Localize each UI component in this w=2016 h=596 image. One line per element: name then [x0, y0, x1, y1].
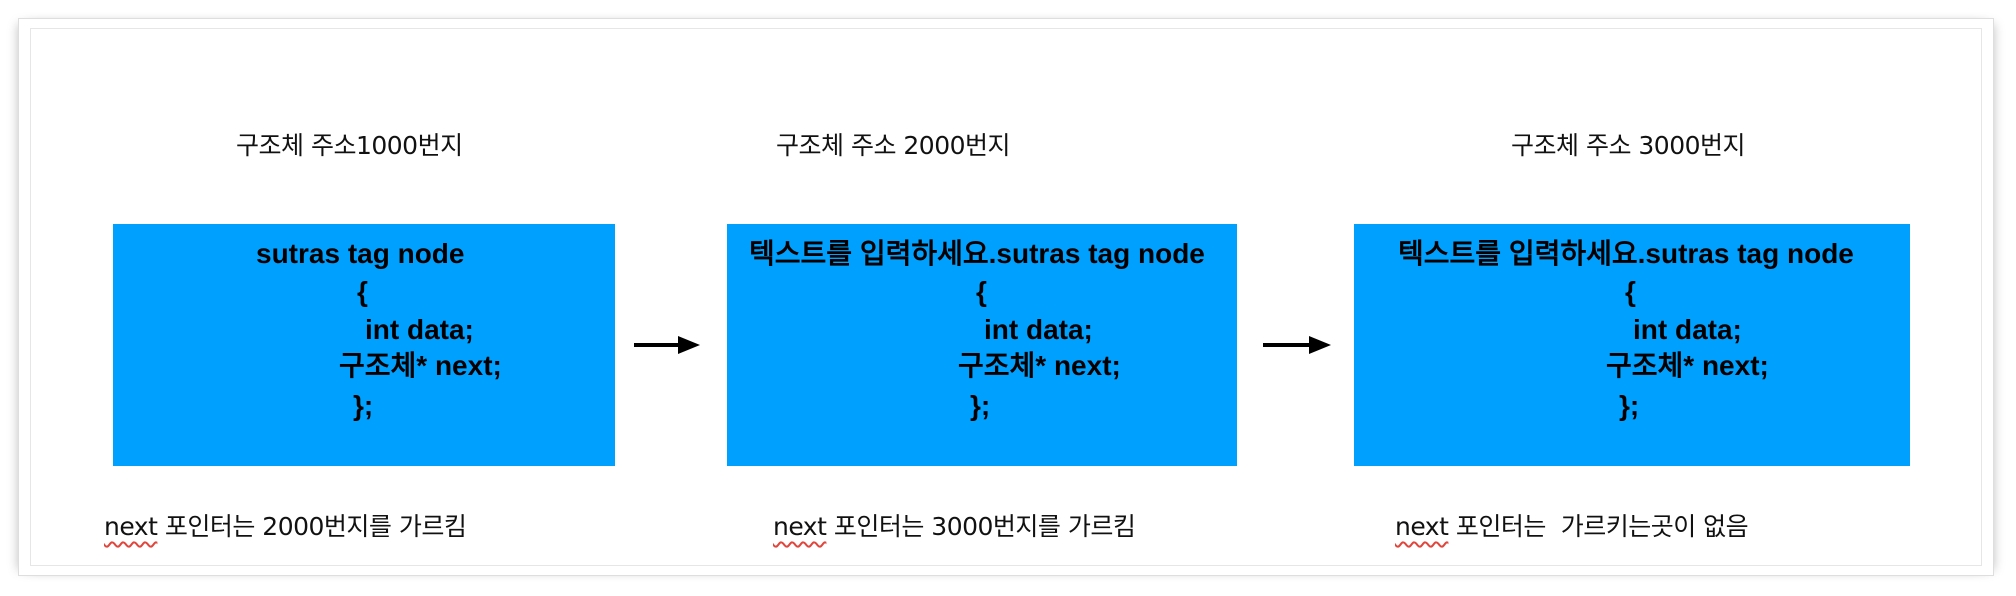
node3-field-data: int data; [1633, 314, 1742, 345]
node1-open-brace: { [357, 276, 368, 307]
node3-address-label: 구조체 주소 3000번지 [1511, 131, 1746, 160]
node2-struct-box[interactable]: 텍스트를 입력하세요.sutras tag node { int data; 구… [727, 224, 1237, 466]
node1-pointer-note: next 포인터는 2000번지를 가르킴 [104, 507, 467, 543]
node3-close-brace: }; [1619, 390, 1640, 421]
node1-field-next: 구조체* next; [339, 350, 502, 381]
node2-field-data: int data; [984, 314, 1093, 345]
node2-struct-header: 텍스트를 입력하세요.sutras tag node [749, 238, 1205, 269]
arrow-right-icon [1263, 336, 1331, 354]
misspelled-word[interactable]: next [773, 512, 827, 541]
node3-pointer-note-text: 포인터는 가르키는곳이 없음 [1448, 512, 1749, 541]
node2-pointer-note-text: 포인터는 3000번지를 가르킴 [826, 512, 1136, 541]
node3-field-next: 구조체* next; [1606, 350, 1769, 381]
node3-open-brace: { [1625, 276, 1636, 307]
node1-struct-box[interactable]: sutras tag node { int data; 구조체* next; }… [113, 224, 615, 466]
node3-pointer-note: next 포인터는 가르키는곳이 없음 [1395, 507, 1749, 543]
node1-pointer-note-text: 포인터는 2000번지를 가르킴 [157, 512, 467, 541]
arrow-right-icon [634, 336, 700, 354]
slide-inner-border [30, 28, 1982, 566]
misspelled-word[interactable]: next [104, 512, 158, 541]
node1-struct-header: sutras tag node [256, 238, 465, 269]
slide-frame [18, 18, 1994, 576]
node2-close-brace: }; [970, 390, 991, 421]
misspelled-word[interactable]: next [1395, 512, 1449, 541]
node2-open-brace: { [976, 276, 987, 307]
node1-field-data: int data; [365, 314, 474, 345]
node3-struct-header: 텍스트를 입력하세요.sutras tag node [1398, 238, 1854, 269]
node3-struct-box[interactable]: 텍스트를 입력하세요.sutras tag node { int data; 구… [1354, 224, 1910, 466]
node2-address-label: 구조체 주소 2000번지 [776, 131, 1011, 160]
node2-pointer-note: next 포인터는 3000번지를 가르킴 [773, 507, 1136, 543]
node1-close-brace: }; [353, 390, 374, 421]
node1-address-label: 구조체 주소1000번지 [236, 131, 463, 160]
node2-field-next: 구조체* next; [958, 350, 1121, 381]
